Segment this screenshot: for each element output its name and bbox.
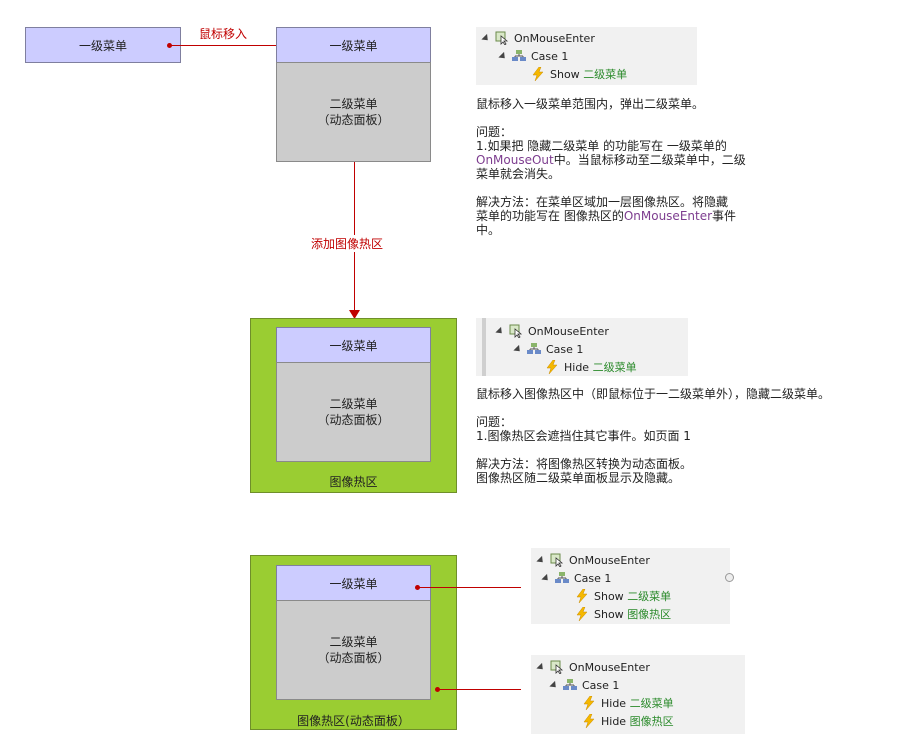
interaction-panel-2: OnMouseEnter Case 1 Hide 二级菜单 bbox=[476, 318, 688, 376]
collapse-icon[interactable] bbox=[536, 662, 546, 672]
menu2-bottom-panel: 二级菜单 （动态面板） bbox=[276, 600, 431, 700]
menu1-small[interactable]: 一级菜单 bbox=[25, 27, 181, 63]
menu1-small-label: 一级菜单 bbox=[78, 38, 127, 53]
panel-close-icon[interactable] bbox=[725, 573, 734, 582]
action-target: 图像热区 bbox=[627, 608, 672, 621]
event-name: OnMouseEnter bbox=[528, 324, 609, 338]
note-2: 鼠标移入图像热区中（即鼠标位于一二级菜单外），隐藏二级菜单。 问题： 1.图像热… bbox=[476, 387, 896, 485]
menu1-label: 一级菜单 bbox=[329, 38, 378, 53]
collapse-icon[interactable] bbox=[536, 555, 546, 565]
menu2-middle-title: 二级菜单 bbox=[329, 397, 378, 411]
action-name: Hide bbox=[601, 696, 627, 710]
collapse-icon[interactable] bbox=[495, 326, 505, 336]
action-name: Show bbox=[594, 607, 624, 621]
note-1: 鼠标移入一级菜单范围内，弹出二级菜单。 问题： 1.如果把 隐藏二级菜单 的功能… bbox=[476, 97, 776, 237]
interaction-panel-3: OnMouseEnter Case 1 Show 二级菜单 Show 图像热区 bbox=[531, 548, 730, 624]
connector-dot bbox=[415, 585, 420, 590]
mouse-enter-label: 鼠标移入 bbox=[199, 27, 248, 41]
note1-solution-a: 解决方法：在菜单区域加一层图像热区。将隐藏 bbox=[476, 195, 729, 209]
cursor-event-icon bbox=[509, 324, 523, 338]
menu2-bottom-subtitle: （动态面板） bbox=[317, 651, 390, 665]
hotspot-label: 图像热区 bbox=[329, 475, 378, 489]
note1-problem-c: 菜单就会消失。 bbox=[476, 167, 561, 181]
menu1-bottom[interactable]: 一级菜单 bbox=[276, 565, 431, 601]
note2-desc: 鼠标移入图像热区中（即鼠标位于一二级菜单外），隐藏二级菜单。 bbox=[476, 387, 831, 401]
action-target: 二级菜单 bbox=[629, 697, 674, 710]
action-target: 二级菜单 bbox=[592, 361, 637, 374]
menu2-title: 二级菜单 bbox=[329, 97, 378, 111]
note1-solution-b-pre: 菜单的功能写在 图像热区的 bbox=[476, 209, 624, 223]
lightning-icon bbox=[546, 360, 558, 374]
case-name: Case 1 bbox=[546, 342, 584, 356]
panel-scroll-bar bbox=[482, 318, 486, 376]
lightning-icon bbox=[532, 67, 544, 81]
event-name: OnMouseEnter bbox=[569, 553, 650, 567]
action-target: 图像热区 bbox=[629, 715, 674, 728]
collapse-icon[interactable] bbox=[513, 344, 523, 354]
note2-solution-a: 解决方法：将图像热区转换为动态面板。 bbox=[476, 457, 693, 471]
note2-solution-b: 图像热区随二级菜单面板显示及隐藏。 bbox=[476, 471, 681, 485]
hotspot-dynamic-label: 图像热区(动态面板） bbox=[297, 714, 410, 728]
lightning-icon bbox=[576, 589, 588, 603]
menu1[interactable]: 一级菜单 bbox=[276, 27, 431, 63]
add-hotspot-arrow-head bbox=[349, 310, 360, 319]
connector-dot bbox=[435, 687, 440, 692]
menu2-bottom-title: 二级菜单 bbox=[329, 635, 378, 649]
collapse-icon[interactable] bbox=[549, 680, 559, 690]
cursor-event-icon bbox=[495, 31, 509, 45]
menu2-subtitle: （动态面板） bbox=[317, 113, 390, 127]
case-name: Case 1 bbox=[574, 571, 612, 585]
lightning-icon bbox=[583, 714, 595, 728]
case-icon bbox=[527, 343, 541, 354]
menu1-bottom-label: 一级菜单 bbox=[329, 576, 378, 591]
action-target: 二级菜单 bbox=[583, 68, 628, 81]
note1-problem-title: 问题： bbox=[476, 125, 513, 139]
action-name: Hide bbox=[601, 714, 627, 728]
note1-problem-a: 1.如果把 隐藏二级菜单 的功能写在 一级菜单的 bbox=[476, 139, 727, 153]
menu2-middle-subtitle: （动态面板） bbox=[317, 413, 390, 427]
menu2-panel: 二级菜单 （动态面板） bbox=[276, 62, 431, 162]
interaction-panel-4: OnMouseEnter Case 1 Hide 二级菜单 Hide 图像热区 bbox=[531, 655, 745, 734]
note1-solution-c: 中。 bbox=[476, 223, 501, 237]
event-name: OnMouseEnter bbox=[514, 31, 595, 45]
connector-dot bbox=[167, 43, 172, 48]
case-icon bbox=[512, 50, 526, 61]
collapse-icon[interactable] bbox=[541, 573, 551, 583]
menu1-to-panel3-connector bbox=[418, 587, 521, 588]
case-name: Case 1 bbox=[531, 49, 569, 63]
action-name: Show bbox=[550, 67, 580, 81]
menu2-middle-panel: 二级菜单 （动态面板） bbox=[276, 362, 431, 462]
note1-event-enter: OnMouseEnter bbox=[623, 209, 713, 223]
menu1-middle[interactable]: 一级菜单 bbox=[276, 327, 431, 363]
lightning-icon bbox=[576, 607, 588, 621]
add-hotspot-label: 添加图像热区 bbox=[311, 235, 384, 252]
note1-solution-b-post: 事件 bbox=[712, 209, 737, 223]
action-target: 二级菜单 bbox=[627, 590, 672, 603]
note1-desc: 鼠标移入一级菜单范围内，弹出二级菜单。 bbox=[476, 97, 705, 111]
collapse-icon[interactable] bbox=[481, 33, 491, 43]
event-name: OnMouseEnter bbox=[569, 660, 650, 674]
note2-problem-title: 问题： bbox=[476, 415, 513, 429]
case-name: Case 1 bbox=[582, 678, 620, 692]
case-icon bbox=[555, 572, 569, 583]
action-name: Show bbox=[594, 589, 624, 603]
note1-event-out: OnMouseOut bbox=[476, 153, 554, 167]
interaction-panel-1: OnMouseEnter Case 1 Show 二级菜单 bbox=[476, 27, 697, 85]
note1-problem-b: 中。当鼠标移动至二级菜单中，二级 bbox=[553, 153, 746, 167]
cursor-event-icon bbox=[550, 553, 564, 567]
mouseenter-connector bbox=[170, 45, 276, 46]
menu1-middle-label: 一级菜单 bbox=[329, 338, 378, 353]
case-icon bbox=[563, 679, 577, 690]
lightning-icon bbox=[583, 696, 595, 710]
cursor-event-icon bbox=[550, 660, 564, 674]
action-name: Hide bbox=[564, 360, 590, 374]
note2-problem-a: 1.图像热区会遮挡住其它事件。如页面 1 bbox=[476, 429, 691, 443]
hotspot-to-panel4-connector bbox=[438, 689, 521, 690]
collapse-icon[interactable] bbox=[498, 51, 508, 61]
